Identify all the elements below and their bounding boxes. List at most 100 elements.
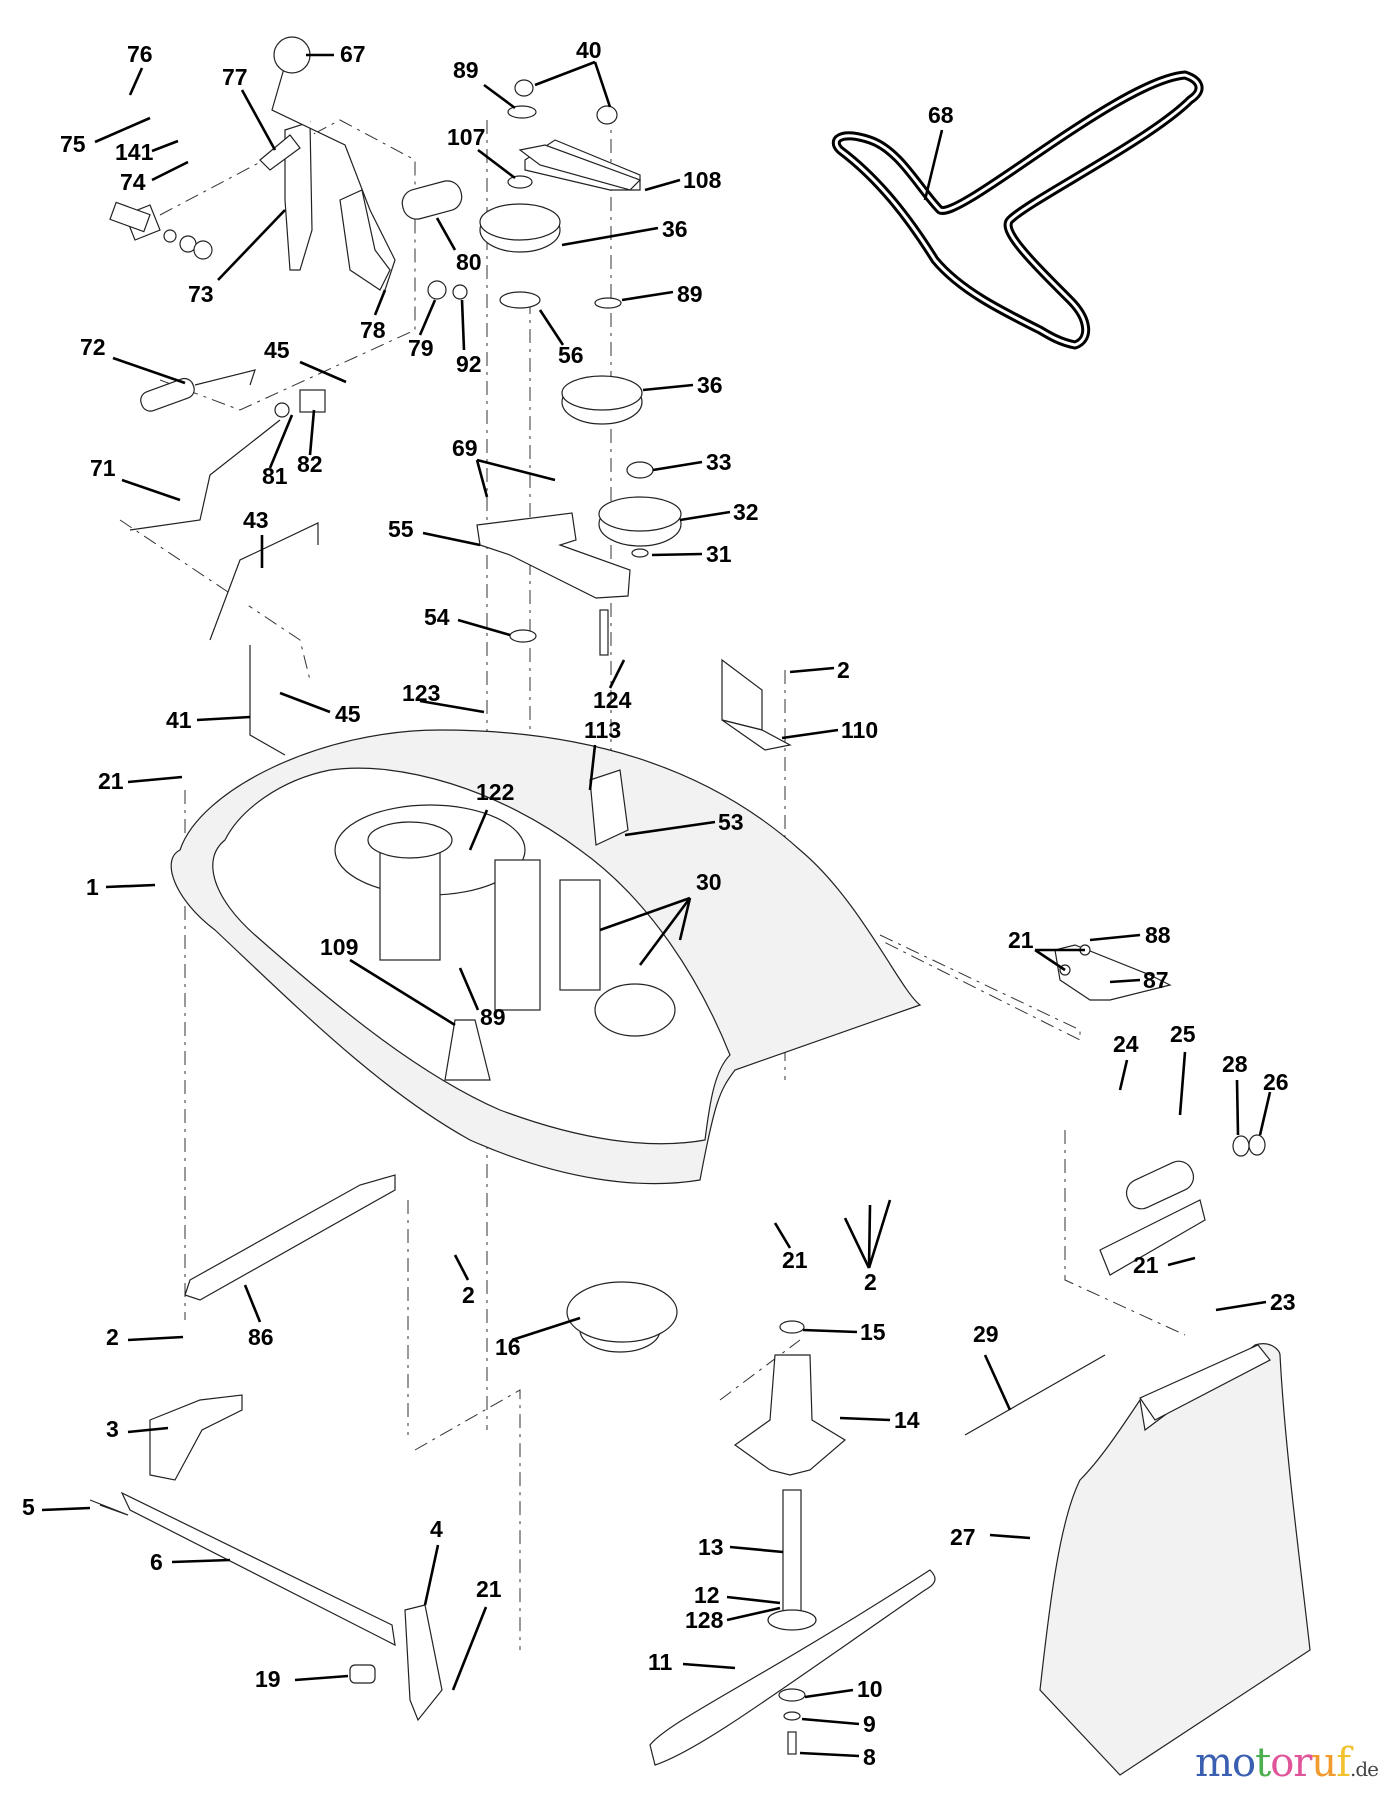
callout-26: 26 xyxy=(1258,1069,1289,1136)
callout-80: 80 xyxy=(435,217,482,275)
leader-line xyxy=(1167,1256,1196,1267)
callout-31: 31 xyxy=(651,541,732,567)
leader-line xyxy=(726,1606,781,1622)
linkage-parts xyxy=(89,1174,443,1722)
pulley-stack xyxy=(476,79,792,751)
part-number-label: 113 xyxy=(584,717,621,743)
part-number-label: 16 xyxy=(495,1334,521,1360)
part-number-label: 2 xyxy=(837,657,850,683)
leader-line xyxy=(41,1506,91,1512)
callout-12: 12 xyxy=(694,1582,781,1608)
part-number-label: 53 xyxy=(718,809,744,835)
part-number-label: 2 xyxy=(106,1324,119,1350)
part-number-label: 141 xyxy=(115,139,154,165)
callout-33: 33 xyxy=(652,449,732,475)
leader-line xyxy=(804,1688,854,1699)
callout-14: 14 xyxy=(839,1407,920,1433)
leader-line xyxy=(127,1335,184,1342)
callout-21: 21 xyxy=(1133,1252,1196,1278)
leader-line xyxy=(196,715,251,722)
part-number-label: 122 xyxy=(476,779,514,805)
leader-line xyxy=(534,60,596,87)
part-number-label: 128 xyxy=(685,1607,724,1633)
leader-line xyxy=(468,809,489,851)
part-number-label: 71 xyxy=(90,455,116,481)
leader-line xyxy=(121,478,181,502)
callout-89: 89 xyxy=(453,57,516,110)
leader-line xyxy=(423,1544,440,1606)
callout-27: 27 xyxy=(950,1524,1031,1550)
callout-54: 54 xyxy=(424,604,511,637)
leader-line xyxy=(127,1426,169,1434)
callout-87: 87 xyxy=(1109,967,1169,993)
part-number-label: 14 xyxy=(894,1407,920,1433)
callout-10: 10 xyxy=(804,1676,883,1702)
part-number-label: 77 xyxy=(222,64,248,90)
part-number-label: 68 xyxy=(928,102,954,128)
callout-82: 82 xyxy=(297,409,323,477)
leader-line xyxy=(349,958,456,1027)
leader-line xyxy=(511,1316,581,1342)
part-number-label: 21 xyxy=(98,768,124,794)
leader-line xyxy=(642,383,694,392)
leader-line xyxy=(460,299,466,351)
part-number-label: 12 xyxy=(694,1582,720,1608)
part-number-label: 15 xyxy=(860,1319,886,1345)
callout-32: 32 xyxy=(679,499,759,525)
part-number-label: 69 xyxy=(452,435,478,461)
part-number-label: 88 xyxy=(1145,922,1171,948)
baffle-ring xyxy=(566,1281,678,1343)
part-number-label: 80 xyxy=(456,249,482,275)
callout-55: 55 xyxy=(388,516,481,547)
part-number-label: 87 xyxy=(1143,967,1169,993)
callout-3: 3 xyxy=(106,1416,169,1442)
callout-88: 88 xyxy=(1089,922,1171,948)
leader-line xyxy=(538,309,565,346)
part-number-label: 19 xyxy=(255,1666,281,1692)
leader-line xyxy=(1258,1091,1272,1136)
leader-line xyxy=(561,226,659,247)
watermark-letter: f xyxy=(1336,1740,1351,1786)
part-number-label: 89 xyxy=(453,57,479,83)
leader-line xyxy=(294,1674,349,1682)
callout-72: 72 xyxy=(80,334,186,385)
leader-line xyxy=(867,1199,892,1269)
leader-line xyxy=(94,116,151,144)
callout-11: 11 xyxy=(648,1649,736,1675)
leader-line xyxy=(458,967,480,1011)
callout-110: 110 xyxy=(781,717,878,743)
callout-25: 25 xyxy=(1170,1021,1196,1116)
part-number-label: 86 xyxy=(248,1324,274,1350)
part-number-label: 45 xyxy=(335,701,361,727)
watermark-letter: r xyxy=(1293,1740,1312,1786)
callout-56: 56 xyxy=(538,309,584,368)
watermark-letter: t xyxy=(1255,1740,1271,1786)
callout-4: 4 xyxy=(423,1516,443,1606)
leader-line xyxy=(801,1717,860,1726)
leader-line xyxy=(679,510,731,522)
leader-line xyxy=(839,1416,891,1422)
callout-2: 2 xyxy=(453,1254,475,1308)
callout-28: 28 xyxy=(1222,1051,1248,1136)
part-number-label: 36 xyxy=(697,372,723,398)
part-number-label: 25 xyxy=(1170,1021,1196,1047)
leader-line xyxy=(268,414,294,469)
leader-line xyxy=(1109,978,1141,984)
callout-107: 107 xyxy=(447,124,516,180)
part-number-label: 75 xyxy=(60,131,86,157)
callout-2: 2 xyxy=(106,1324,184,1350)
leader-line xyxy=(599,896,691,932)
leader-line xyxy=(644,178,681,192)
callout-69: 69 xyxy=(452,435,556,498)
callout-92: 92 xyxy=(456,299,482,377)
rod-assembly xyxy=(129,369,326,756)
lever-assembly xyxy=(109,36,468,300)
leader-line xyxy=(867,1204,872,1269)
part-number-label: 29 xyxy=(973,1321,999,1347)
callout-24: 24 xyxy=(1113,1031,1139,1091)
part-number-label: 21 xyxy=(1133,1252,1159,1278)
leader-line xyxy=(621,290,674,302)
callout-81: 81 xyxy=(262,414,294,489)
